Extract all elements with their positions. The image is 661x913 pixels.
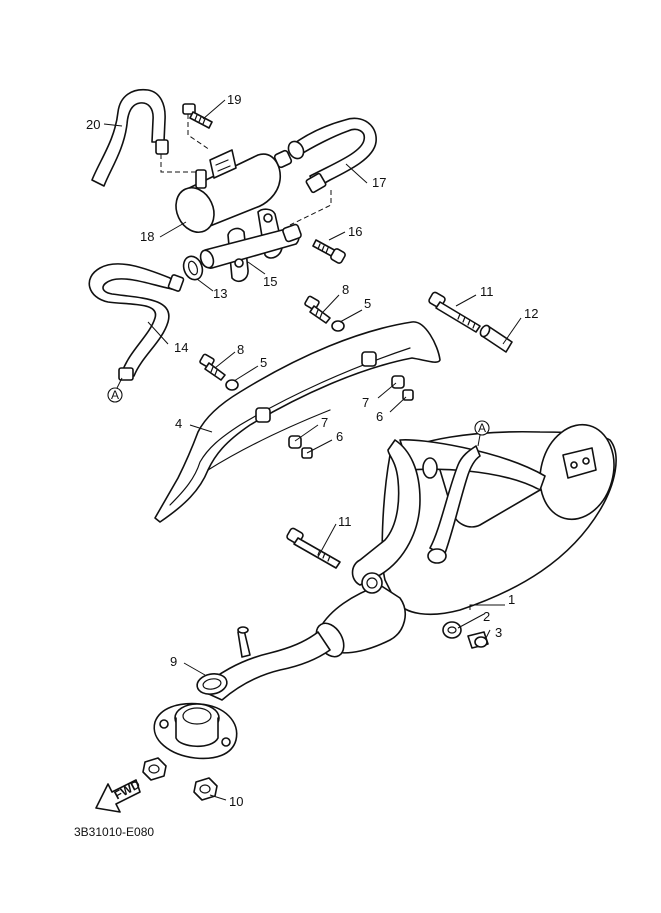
exhaust-flange (153, 702, 238, 760)
hose-14 (88, 263, 185, 381)
damper-2 (442, 621, 462, 639)
gasket-9 (196, 673, 228, 695)
callout-2: 2 (483, 609, 490, 624)
muffler-1 (199, 423, 617, 701)
callout-7-left: 7 (321, 415, 328, 430)
callout-9: 9 (170, 654, 177, 669)
callout-12: 12 (524, 306, 538, 321)
ref-mark-a-right: A (474, 420, 490, 436)
callout-1: 1 (508, 592, 515, 607)
collar-3 (467, 631, 489, 649)
bolt-19 (182, 103, 213, 129)
nut-10-a (142, 757, 167, 781)
heat-protector-4 (154, 321, 441, 523)
clamp-13 (182, 255, 204, 281)
canister-18 (175, 149, 293, 233)
forward-direction-arrow: FWD (95, 777, 143, 813)
washer-5-b (225, 379, 239, 391)
bolt-11-b (286, 527, 341, 569)
leader-lines (103, 99, 522, 801)
callout-8-upper: 8 (342, 282, 349, 297)
air-valve-15 (199, 208, 302, 282)
callout-3: 3 (495, 625, 502, 640)
callout-4: 4 (175, 416, 182, 431)
hose-20 (91, 88, 169, 187)
callout-7-right: 7 (362, 395, 369, 410)
callout-20: 20 (86, 117, 100, 132)
washer-5-a (331, 320, 345, 332)
callout-11-upper: 11 (480, 284, 494, 299)
callout-5-upper: 5 (364, 296, 371, 311)
callout-19: 19 (227, 92, 241, 107)
callout-16: 16 (348, 224, 362, 239)
callout-13: 13 (213, 286, 227, 301)
bolt-16 (312, 239, 346, 264)
callout-5-lower: 5 (260, 355, 267, 370)
hose-17 (287, 117, 377, 194)
callout-10: 10 (229, 794, 243, 809)
bolt-11-a (428, 291, 481, 333)
diagram-code: 3B31010-E080 (74, 825, 154, 839)
collar-12 (479, 324, 513, 353)
nut-10-b (193, 777, 218, 801)
callout-15: 15 (263, 274, 277, 289)
bolt-8-a (304, 295, 331, 324)
callout-6-right: 6 (376, 409, 383, 424)
svg-text:A: A (478, 421, 486, 435)
callout-11-lower: 11 (338, 514, 352, 529)
bolt-8-b (199, 353, 226, 381)
callout-17: 17 (372, 175, 386, 190)
callout-8-lower: 8 (237, 342, 244, 357)
callout-14: 14 (174, 340, 188, 355)
callout-18: 18 (140, 229, 154, 244)
grommet-7-b (255, 407, 302, 449)
callout-6-left: 6 (336, 429, 343, 444)
grommet-7-a (361, 351, 405, 389)
callout-labels: 20 19 17 18 16 15 13 14 8 5 11 12 8 5 7 … (86, 92, 538, 809)
svg-text:A: A (111, 388, 119, 402)
ref-mark-a-left: A (107, 387, 123, 403)
